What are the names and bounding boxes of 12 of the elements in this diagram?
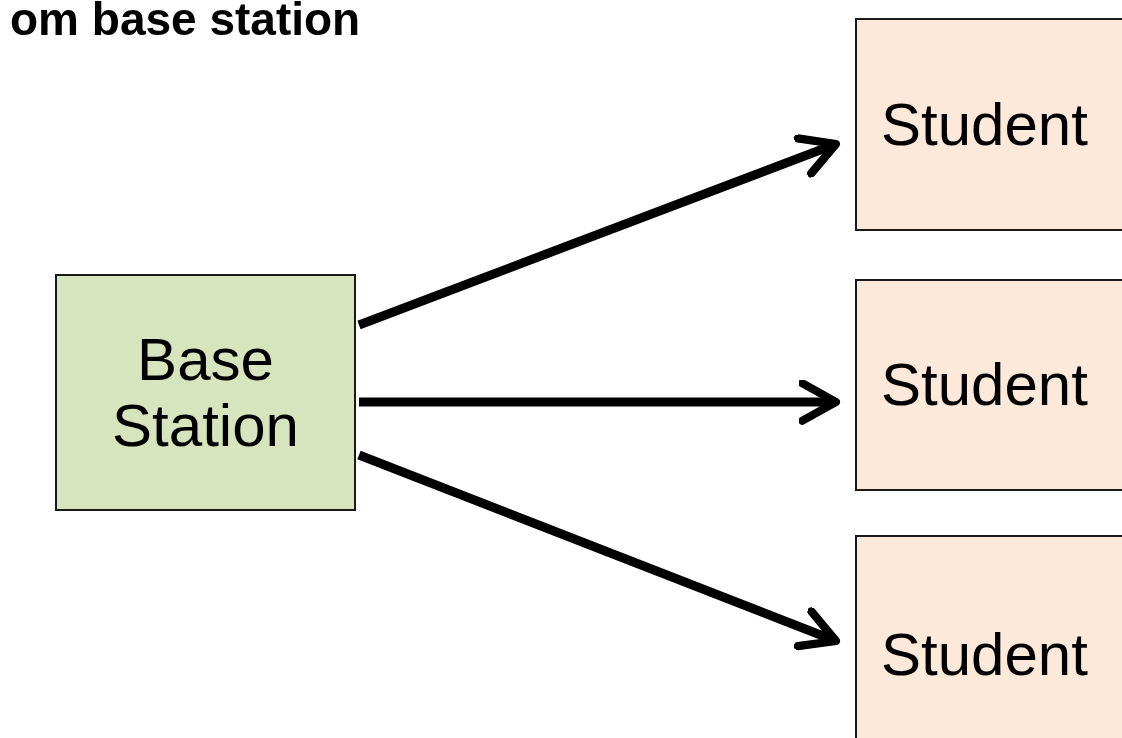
process-box [855, 279, 1122, 491]
arrow [357, 450, 841, 651]
process-box [855, 535, 1122, 738]
box-label: Student [881, 622, 1088, 688]
box-label: Student [881, 352, 1088, 418]
process-box [855, 18, 1122, 231]
box-label: Base Station [111, 326, 300, 459]
arrow [357, 134, 841, 330]
box-label: Student [881, 91, 1088, 158]
arrow [359, 379, 841, 425]
title: om base station [10, 0, 361, 42]
process-box [55, 274, 356, 511]
